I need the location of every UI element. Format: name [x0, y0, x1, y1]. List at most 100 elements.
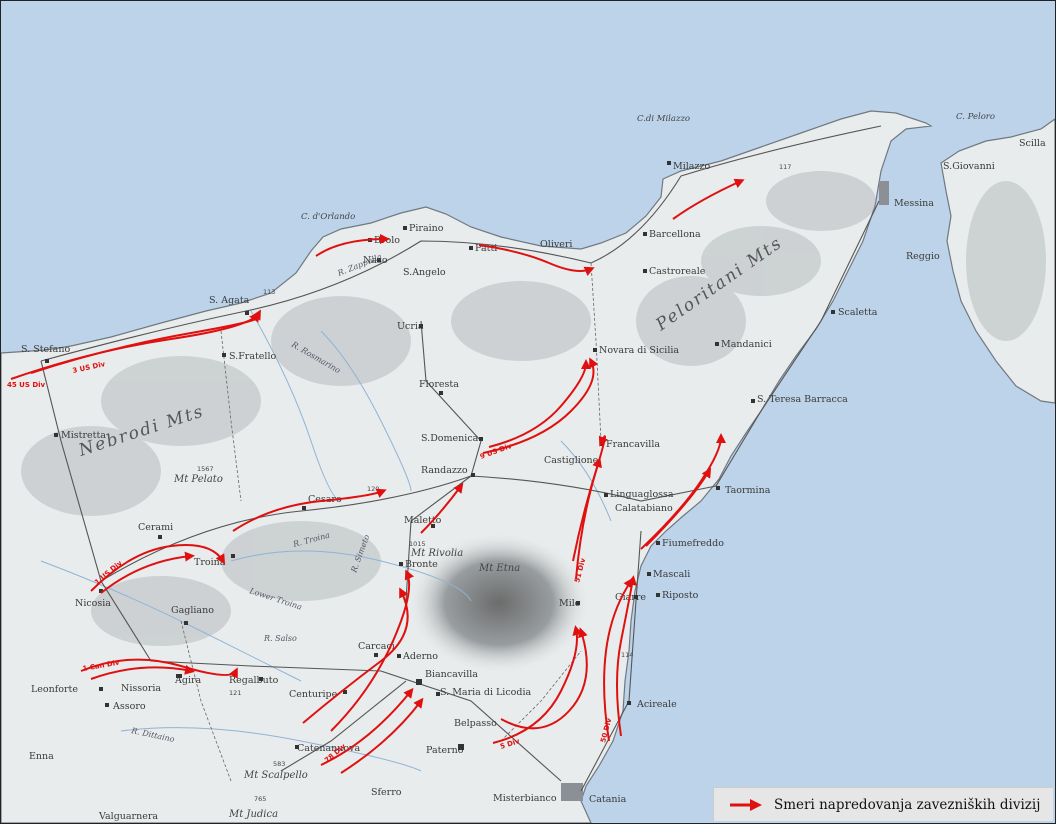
messina-town	[879, 181, 889, 205]
arrow-9us-b	[488, 359, 591, 448]
arrow-1can-a	[80, 658, 238, 679]
place-calatabiano: Calatabiano	[615, 503, 673, 514]
rivers	[40, 310, 612, 772]
arrow-78div-a	[302, 587, 409, 724]
place-troina: Troina	[194, 557, 226, 568]
arrow-5div-a	[492, 625, 583, 744]
mountain-judica: Mt Judica	[228, 809, 278, 820]
place-mascali: Mascali	[653, 569, 690, 580]
arrow-maletto	[420, 482, 464, 534]
cape-milazzo: C.di Milazzo	[637, 114, 690, 124]
place-carcaci: Carcaci	[358, 641, 395, 652]
calabria-land	[940, 118, 1055, 404]
place-centuripe: Centuripe	[289, 689, 338, 700]
place-assoro: Assoro	[112, 701, 146, 712]
advance-arrows	[10, 178, 745, 774]
height-765: 765	[254, 795, 266, 803]
secondary-roads	[180, 262, 602, 782]
height-121: 121	[229, 689, 241, 697]
arrow-1us-troina-b	[100, 551, 195, 594]
place-fiumefreddo: Fiumefreddo	[662, 538, 724, 549]
place-sfratello: S.Fratello	[229, 351, 277, 362]
place-reggio: Reggio	[906, 251, 940, 262]
place-randazzo: Randazzo	[421, 465, 468, 476]
place-naso: Naso	[363, 255, 388, 266]
etna-massif	[409, 533, 589, 673]
place-sgiovanni: S.Giovanni	[943, 161, 995, 172]
place-gagliano: Gagliano	[171, 605, 214, 616]
arrow-3us-oliveri	[478, 244, 595, 276]
place-acireale: Acireale	[636, 699, 677, 710]
arrow-78div-c	[320, 687, 414, 766]
place-castroreale: Castroreale	[649, 266, 706, 277]
arrow-78div-b	[330, 569, 415, 732]
arrow-1can-b	[90, 664, 195, 680]
height-117: 117	[779, 163, 791, 171]
place-mistretta: Mistretta	[61, 430, 106, 441]
arrow-taormina-b	[645, 467, 712, 547]
place-oliveri: Oliveri	[540, 239, 572, 250]
place-sstefano: S. Stefano	[21, 344, 70, 355]
mountain-rivolia: Mt Rivolia	[410, 548, 463, 559]
sicily-land	[1, 110, 933, 823]
place-paterno: Paterno	[426, 745, 464, 756]
place-sferro: Sferro	[371, 787, 402, 798]
place-scilla: Scilla	[1019, 138, 1046, 149]
river-salso: R. Salso	[263, 634, 297, 643]
place-milo: Milo	[559, 598, 581, 609]
height-labels: 1567 1015 583 765 120 121 113 114 117	[197, 163, 791, 803]
arrow-3us-milazzo	[672, 178, 745, 220]
place-catenanuova: Catenanuova	[297, 743, 360, 754]
place-labels: Milazzo Messina Scilla S.Giovanni Reggio…	[21, 138, 1046, 822]
place-sdomenica: S.Domenica	[421, 433, 479, 444]
place-catania: Catania	[589, 794, 627, 805]
place-linguaglossa: Linguaglossa	[610, 489, 674, 500]
place-cesaro: Cesaro	[308, 494, 342, 505]
arrow-78div-d	[340, 697, 424, 774]
place-belpasso: Belpasso	[454, 718, 497, 729]
arrow-3us-brolo	[315, 234, 390, 257]
map-legend: Smeri napredovanja zavezniških divizij	[713, 787, 1053, 821]
place-castiglione: Castiglione	[544, 455, 599, 466]
place-aderno: Aderno	[402, 651, 438, 662]
place-smaria: S. Maria di Licodia	[440, 687, 532, 698]
height-1015: 1015	[409, 540, 426, 548]
place-novara: Novara di Sicilia	[599, 345, 679, 356]
cape-peloro: C. Peloro	[956, 112, 995, 122]
place-milazzo: Milazzo	[673, 161, 710, 172]
height-1567: 1567	[197, 465, 214, 473]
arrow-5div-b	[500, 627, 588, 730]
arrow-9us-a	[482, 357, 599, 454]
arrow-51div-b	[572, 457, 602, 562]
arrow-50div-b	[616, 575, 637, 737]
place-barcellona: Barcellona	[649, 229, 701, 240]
arrow-9us-cesaro	[232, 488, 387, 532]
arrow-1us-troina-a	[90, 544, 226, 592]
place-maletto: Maletto	[404, 515, 442, 526]
place-brolo: Brolo	[374, 235, 400, 246]
division-45us: 45 US Div	[7, 381, 46, 389]
place-cerami: Cerami	[138, 522, 173, 533]
place-francavilla: Francavilla	[606, 439, 660, 450]
terrain-shading	[21, 171, 1046, 646]
place-ucria: Ucria	[397, 321, 424, 332]
legend-text: Smeri napredovanja zavezniških divizij	[774, 796, 1041, 813]
place-riposto: Riposto	[662, 590, 699, 601]
mountain-pelato: Mt Pelato	[173, 474, 223, 485]
place-taormina: Taormina	[725, 485, 771, 496]
place-nissoria: Nissoria	[121, 683, 161, 694]
mountain-labels: Mt Etna Mt Pelato Mt Rivolia Mt Scalpell…	[173, 474, 520, 820]
arrow-3us-coast-b	[30, 312, 260, 374]
mountain-scalpello: Mt Scalpello	[243, 770, 308, 781]
place-regalbuto: Regalbuto	[229, 675, 279, 686]
height-113: 113	[263, 288, 275, 296]
place-floresta: Floresta	[419, 379, 459, 390]
place-piraino: Piraino	[409, 223, 444, 234]
roads	[40, 125, 882, 792]
place-sangelo: S.Angelo	[403, 267, 446, 278]
place-messina: Messina	[894, 198, 934, 209]
height-583: 583	[273, 760, 285, 768]
place-patti: Patti	[475, 243, 497, 254]
place-giarre: Giarre	[615, 592, 646, 603]
place-mandanici: Mandanici	[721, 339, 772, 350]
